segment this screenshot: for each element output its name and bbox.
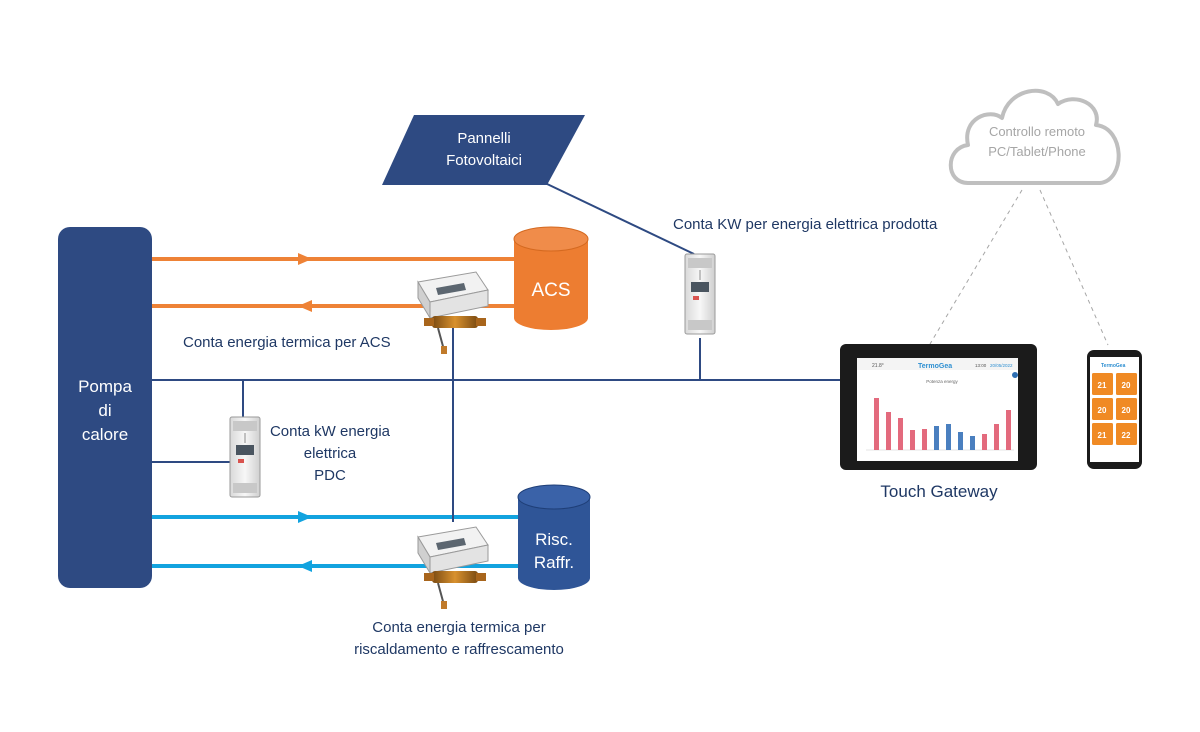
heat-pump-label-line2: di [98, 401, 111, 420]
phone-tile-value: 21 [1098, 381, 1107, 390]
tablet-icon: 21.8° TermoGea 13:00 20/05/2022 Potenza … [840, 344, 1037, 470]
phone-tile [1116, 373, 1137, 395]
phone-tile-value: 20 [1122, 381, 1131, 390]
solar-panels-label-line2: Fotovoltaici [446, 152, 522, 169]
heat-pump: Pompa di calore [58, 227, 152, 588]
tank-acs: ACS [513, 226, 589, 330]
tablet-brand: TermoGea [918, 363, 952, 370]
gateway-label: Touch Gateway [880, 482, 998, 501]
chart-bar [946, 424, 951, 450]
tank-acs-label: ACS [531, 280, 570, 301]
bus-lines [152, 182, 842, 522]
solar-panels: Pannelli Fotovoltaici [382, 115, 585, 185]
heat-meter-icon [417, 271, 489, 354]
heat-pump-label-line3: calore [82, 425, 128, 444]
single-phase-meter-icon [229, 416, 261, 498]
tablet-chart-bars [874, 398, 1011, 450]
cloud-phone-link [1039, 189, 1109, 346]
chart-bar [898, 418, 903, 450]
phone-tile [1092, 373, 1113, 395]
chart-bar [886, 412, 891, 450]
chart-bar [910, 430, 915, 450]
flow-arrow-icon [298, 253, 312, 265]
tank-heating-label-line1: Risc. [535, 530, 573, 549]
tablet-indicator [1012, 372, 1018, 378]
pdc-meter-label-line3: PDC [314, 467, 346, 484]
smartphone-icon: TermoGea 21 20 20 20 21 22 [1087, 350, 1142, 469]
solar-panels-shape [382, 115, 585, 185]
cloud-shape [948, 88, 1121, 185]
remote-links [929, 189, 1109, 346]
chart-bar [982, 434, 987, 450]
phone-tile [1092, 423, 1113, 445]
cloud-icon: Controllo remoto PC/Tablet/Phone [948, 88, 1121, 185]
thermal-heating-label-line1: Conta energia termica per [372, 619, 545, 636]
chart-bar [934, 426, 939, 450]
chart-bar [922, 429, 927, 450]
cloud-label-line1: Controllo remoto [989, 124, 1085, 139]
tablet-header [857, 358, 1018, 370]
tablet-temp: 21.8° [872, 363, 884, 369]
solar-link [544, 182, 695, 255]
chart-bar [958, 432, 963, 450]
phone-tile-value: 20 [1122, 406, 1131, 415]
chart-bar [874, 398, 879, 450]
single-phase-meter-icon [684, 253, 716, 335]
tank-acs-body [514, 239, 588, 330]
tank-heating-body [518, 497, 590, 590]
tablet-date: 20/05/2022 [990, 363, 1013, 368]
phone-tile-value: 22 [1122, 431, 1131, 440]
tank-acs-top [513, 226, 589, 252]
tablet-chart-title: Potenza energy [926, 379, 958, 384]
chart-bar [1006, 410, 1011, 450]
tank-heating: Risc. Raffr. [517, 484, 591, 590]
pdc-meter-label-line1: Conta kW energia [270, 423, 391, 440]
phone-tile [1116, 398, 1137, 420]
phone-tile-value: 20 [1098, 406, 1107, 415]
flow-arrow-icon [298, 300, 312, 312]
thermal-heating-label-line2: riscaldamento e raffrescamento [354, 641, 564, 658]
solar-panels-label-line1: Pannelli [457, 130, 510, 147]
heat-meter-icon [417, 526, 489, 609]
phone-brand: TermoGea [1101, 363, 1126, 369]
flow-arrow-icon [298, 511, 312, 523]
heat-pump-label-line1: Pompa [78, 377, 132, 396]
cloud-label-line2: PC/Tablet/Phone [988, 144, 1086, 159]
phone-tile [1092, 398, 1113, 420]
thermal-acs-label: Conta energia termica per ACS [183, 334, 391, 351]
phone-tile [1116, 423, 1137, 445]
chart-bar [970, 436, 975, 450]
tablet-time: 13:00 [975, 363, 987, 368]
heat-pump-body [58, 227, 152, 588]
kw-produced-label: Conta KW per energia elettrica prodotta [673, 216, 938, 233]
phone-tile-value: 21 [1098, 431, 1107, 440]
chart-bar [994, 424, 999, 450]
phone-tiles: 21 20 20 20 21 22 [1092, 373, 1137, 445]
pdc-meter-label-line2: elettrica [304, 445, 357, 462]
tank-heating-label-line2: Raffr. [534, 553, 574, 572]
flow-arrow-icon [298, 560, 312, 572]
tank-heating-top [517, 484, 591, 510]
cloud-tablet-link [929, 189, 1023, 345]
